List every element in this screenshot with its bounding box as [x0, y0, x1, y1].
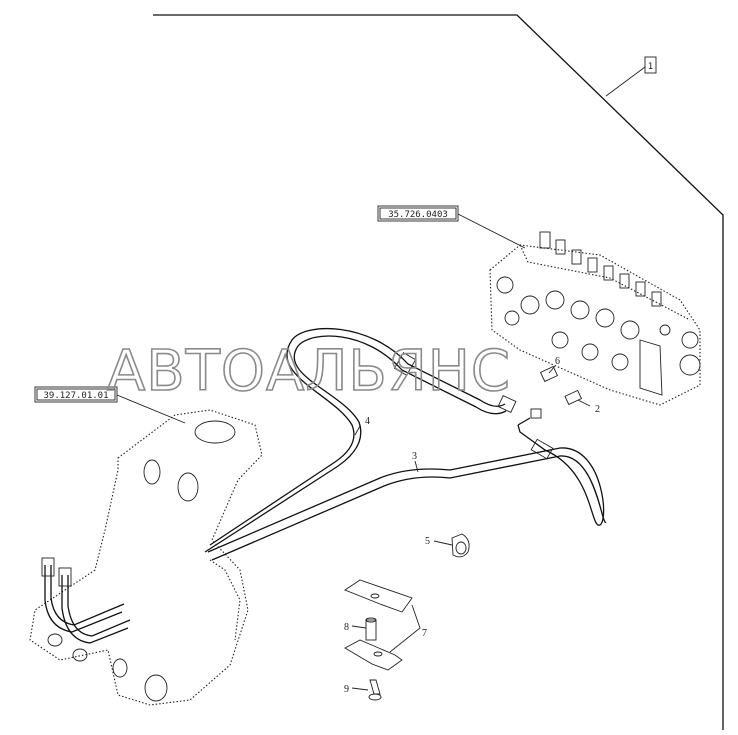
clamp-5: [451, 533, 470, 558]
callout-4-label: 4: [365, 416, 370, 427]
callout-7-label: 7: [422, 628, 427, 639]
valve-reference-label: 35.726.0403: [388, 210, 448, 220]
callout-8[interactable]: 8: [344, 622, 367, 633]
callout-6-label: 6: [555, 356, 560, 367]
callout-4[interactable]: 4: [354, 416, 370, 436]
hose-3: [207, 417, 607, 561]
control-valve-block: [489, 231, 701, 406]
assembly-bracket-line: [153, 14, 724, 730]
callout-2[interactable]: 2: [577, 399, 600, 415]
watermark: АВТОАЛЬЯНС: [107, 339, 511, 404]
frame-reference-box[interactable]: 39.127.01.01: [34, 386, 186, 424]
callout-8-label: 8: [344, 622, 349, 633]
frame-reference-label: 39.127.01.01: [43, 391, 108, 401]
frame-casting: [29, 409, 263, 706]
callout-3-label: 3: [412, 451, 417, 462]
figure-number-box: 1: [644, 56, 657, 74]
callout-2-label: 2: [595, 404, 600, 415]
callout-5-label: 5: [425, 536, 430, 547]
callout-5[interactable]: 5: [425, 536, 453, 547]
figure-number: 1: [648, 62, 653, 72]
fitting-upper: [539, 365, 559, 383]
fitting-2: [530, 389, 583, 419]
callout-9[interactable]: 9: [344, 684, 369, 695]
callout-7[interactable]: 7: [422, 628, 427, 639]
clamp-plates-7: [344, 579, 421, 701]
callout-6[interactable]: 6: [548, 356, 560, 374]
callout-3[interactable]: 3: [412, 451, 419, 473]
callout-9-label: 9: [344, 684, 349, 695]
hose-4: [204, 327, 517, 553]
valve-reference-box[interactable]: 35.726.0403: [377, 205, 526, 249]
frame-hoses: [41, 557, 131, 644]
